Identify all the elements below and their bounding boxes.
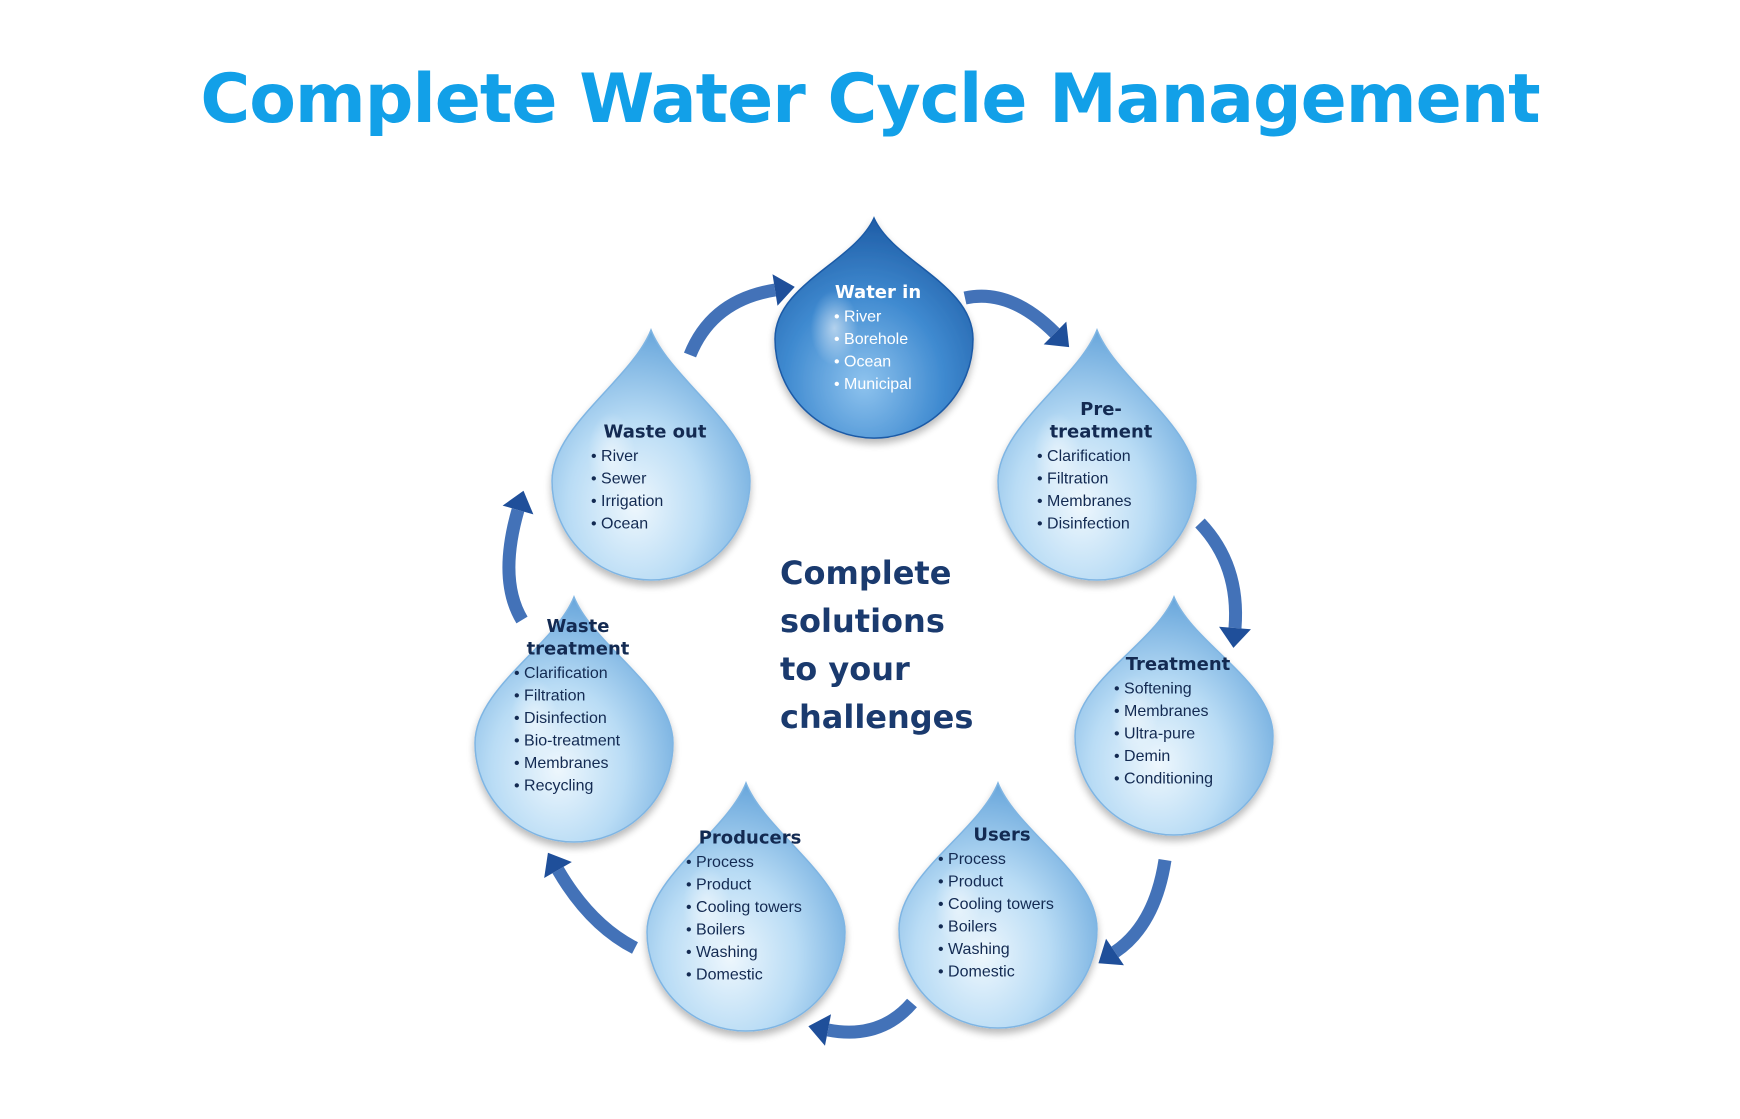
stage-item: • Recycling — [514, 778, 593, 795]
stage-item: • Membranes — [1037, 493, 1132, 510]
stage-item: • Process — [938, 851, 1006, 868]
stage-item: • River — [591, 448, 639, 465]
center-message: Complete solutions to your challenges — [780, 554, 973, 736]
stage-item: • Bio-treatment — [514, 733, 621, 750]
stage-item: • Washing — [686, 944, 758, 961]
stage-item: • Filtration — [1037, 471, 1108, 488]
stage-item: • Product — [686, 877, 752, 894]
stage-item: • Ocean — [834, 354, 891, 371]
stage-title: treatment — [1050, 422, 1153, 443]
cycle-arrow-icon — [1195, 518, 1251, 648]
drop-users: Users • Process • Product • Cooling towers •… — [898, 781, 1098, 1029]
stage-title: Treatment — [1126, 654, 1231, 675]
stage-title: Waste — [547, 616, 610, 637]
stage-title: Water in — [835, 282, 921, 303]
stage-title: treatment — [527, 639, 630, 660]
stage-item: • Domestic — [938, 964, 1015, 981]
water-drop-icon — [646, 780, 846, 1032]
drops-layer: Water in • River • Borehole • Ocean • Munici… — [474, 216, 1274, 1032]
stage-item: • Disinfection — [514, 710, 607, 727]
drop-highlight — [810, 290, 859, 366]
drop-pre-treatment: Pre-treatment • Clarification • Filtration… — [997, 327, 1197, 581]
cycle-arrow-icon — [683, 274, 795, 358]
center-message-line: solutions — [780, 602, 945, 640]
drop-treatment: Treatment • Softening • Membranes • Ultra-p… — [1074, 595, 1274, 836]
center-message-line: Complete — [780, 554, 951, 592]
stage-item: • River — [834, 309, 882, 326]
stage-item: • Municipal — [834, 376, 912, 393]
page-title: Complete Water Cycle Management — [200, 60, 1540, 139]
stage-item: • Boilers — [686, 922, 745, 939]
stage-item: • Demin — [1114, 748, 1170, 765]
stage-item: • Filtration — [514, 688, 585, 705]
stage-item: • Product — [938, 874, 1004, 891]
stage-item: • Process — [686, 854, 754, 871]
stage-item: • Irrigation — [591, 493, 663, 510]
center-message-line: challenges — [780, 698, 973, 736]
drop-highlight — [587, 412, 636, 498]
center-message-line: to your — [780, 650, 910, 688]
water-drop-icon — [551, 327, 751, 581]
stage-item: • Domestic — [686, 967, 763, 984]
stage-item: • Sewer — [591, 471, 647, 488]
cycle-arrow-icon — [963, 289, 1070, 348]
drop-highlight — [1110, 675, 1159, 757]
water-drop-icon — [474, 595, 674, 843]
stage-item: • Membranes — [514, 755, 609, 772]
stage-item: • Cooling towers — [686, 899, 802, 916]
stage-item: • Disinfection — [1037, 516, 1130, 533]
cycle-arrow-icon — [1098, 858, 1172, 966]
water-drop-icon — [774, 216, 974, 439]
stage-item: • Borehole — [834, 331, 908, 348]
drop-waste-out: Waste out • River • Sewer • Irrigation • Oce… — [551, 327, 751, 581]
water-drop-icon — [1074, 595, 1274, 836]
stage-item: • Cooling towers — [938, 896, 1054, 913]
cycle-arrow-icon — [502, 490, 534, 624]
stage-item: • Clarification — [514, 665, 608, 682]
stage-title: Waste out — [604, 422, 707, 443]
stage-item: • Clarification — [1037, 448, 1131, 465]
stage-item: • Membranes — [1114, 703, 1209, 720]
drop-water-in: Water in • River • Borehole • Ocean • Munici… — [774, 216, 974, 439]
stage-item: • Conditioning — [1114, 771, 1213, 788]
stage-item: • Boilers — [938, 919, 997, 936]
stage-item: • Softening — [1114, 681, 1192, 698]
stage-item: • Ultra-pure — [1114, 726, 1195, 743]
stage-item: • Ocean — [591, 516, 648, 533]
water-drop-icon — [997, 327, 1197, 581]
cycle-arrow-icon — [808, 998, 917, 1046]
cycle-arrow-icon — [544, 852, 639, 954]
stage-item: • Washing — [938, 941, 1010, 958]
water-drop-icon — [898, 781, 1098, 1029]
drop-highlight — [1033, 412, 1082, 498]
stage-title: Pre- — [1080, 399, 1122, 420]
arrows-layer — [502, 274, 1251, 1046]
drop-highlight — [510, 677, 559, 762]
drop-highlight — [682, 864, 731, 950]
stage-title: Producers — [699, 828, 802, 849]
stage-title: Users — [973, 825, 1030, 846]
drop-highlight — [934, 863, 983, 948]
drop-producers: Producers • Process • Product • Cooling tow… — [646, 780, 846, 1032]
